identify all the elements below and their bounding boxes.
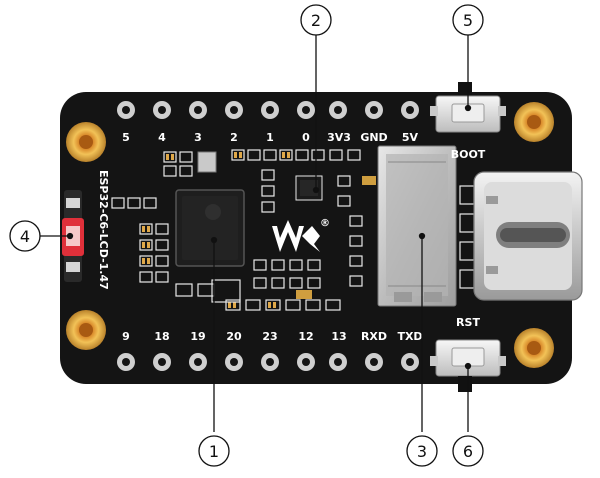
callout-number: 1 [209,442,219,461]
pin-label-bottom: 20 [226,330,242,343]
rst-label: RST [456,316,480,329]
pin-label-bottom: RXD [361,330,387,343]
tf-card-slot [377,145,457,307]
pin-label-bottom: TXD [397,330,422,343]
callout-3: 3 [406,435,438,467]
pin-label-top: GND [360,131,387,144]
pin-label-top: 1 [266,131,274,144]
waveshare-logo: ® [272,218,330,252]
bottom-header-pads [117,353,419,371]
callout-6: 6 [452,435,484,467]
pin-label-top: 2 [230,131,238,144]
registered-mark: ® [320,218,330,229]
callout-number: 4 [20,227,30,246]
pin-label-bottom: 23 [262,330,277,343]
callout-4: 4 [9,220,41,252]
pin-label-bottom: 19 [190,330,205,343]
capacitor [296,290,312,299]
pin-label-top: 5V [402,131,419,144]
pin-label-top: 5 [122,131,130,144]
pin-label-bottom: 9 [122,330,130,343]
small-ic [295,175,323,201]
pin-label-top: 3 [194,131,202,144]
pin-label-top: 3V3 [327,131,351,144]
copper-pads [142,152,290,308]
ic-outline [211,279,241,303]
callout-number: 6 [463,442,473,461]
callout-leaders [40,34,472,432]
pin-label-bottom: 18 [154,330,169,343]
callout-number: 2 [311,11,321,30]
pin-label-bottom: 12 [298,330,313,343]
pin-label-bottom: 13 [331,330,346,343]
bottom-pin-labels: 9 18 19 20 23 12 13 RXD TXD [122,330,422,343]
pin-label-top: 0 [302,131,310,144]
model-label: ESP32-C6-LCD-1.47 [97,170,110,290]
boot-label: BOOT [451,148,486,161]
pin-label-top: 4 [158,131,166,144]
top-header-pads [117,101,419,119]
callout-number: 5 [463,11,473,30]
callout-number: 3 [417,442,427,461]
callout-2: 2 [300,4,332,36]
capacitor [362,176,376,185]
boot-button [430,82,506,133]
esp32-chip [175,189,245,267]
callout-5: 5 [452,4,484,36]
usb-c-connector [473,171,583,301]
callout-1: 1 [198,435,230,467]
top-pin-labels: 5 4 3 2 1 0 3V3 GND 5V [122,131,418,144]
crystal [197,151,217,173]
mounting-holes [66,102,554,368]
